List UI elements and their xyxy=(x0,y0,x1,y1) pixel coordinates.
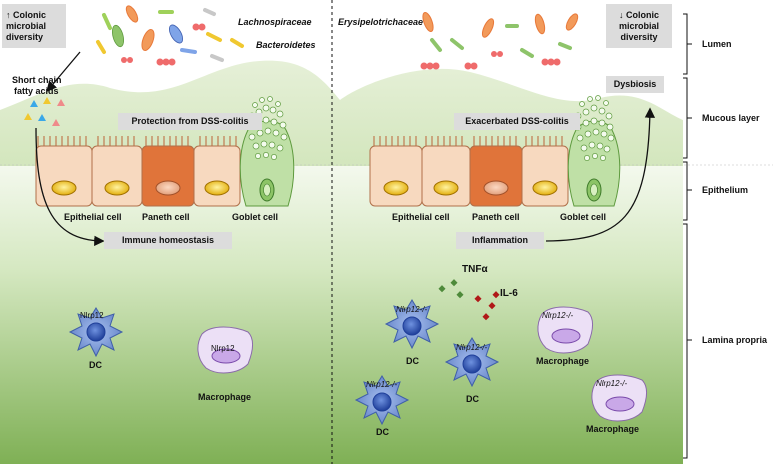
left-diversity-line-1: ↑ Colonic xyxy=(6,9,46,20)
tnf-label: TNFα xyxy=(462,264,488,275)
right-goblet-cell xyxy=(567,120,621,207)
right-paneth-cell-label: Paneth cell xyxy=(472,212,520,222)
dc-cell-ko-2 xyxy=(444,337,500,388)
layer-label-epithelium: Epithelium xyxy=(702,185,749,195)
dc-cell-ko-3 xyxy=(354,375,410,426)
macrophage-left xyxy=(197,326,254,374)
dysbiosis-box: Dysbiosis xyxy=(606,76,664,93)
taxon-erysipelotrichaceae: Erysipelotrichaceae xyxy=(338,17,424,27)
ko-dc-marker-2: Nlrp12-/- xyxy=(456,343,488,352)
arrow-inflammation-to-dysbiosis xyxy=(545,107,656,242)
protection-box: Protection from DSS-colitis xyxy=(118,113,262,130)
ko-dc-label-1: DC xyxy=(406,356,419,366)
left-macrophage-label: Macrophage xyxy=(198,392,252,402)
left-dc-label: DC xyxy=(89,360,102,370)
ko-dc-marker-3: Nlrp12-/- xyxy=(366,380,398,389)
left-diversity-box: ↑ Colonic microbial diversity xyxy=(2,4,66,48)
scfa-label-line-1: Short chain xyxy=(12,75,62,85)
ko-dc-label-2: DC xyxy=(466,394,479,404)
il6-label: IL-6 xyxy=(500,288,518,299)
right-diversity-box: ↓ Colonic microbial diversity xyxy=(606,4,672,48)
microvilli xyxy=(37,136,237,148)
right-epithelium xyxy=(369,95,621,207)
dc-cell-left xyxy=(68,307,124,358)
immune-homeostasis-box: Immune homeostasis xyxy=(104,232,232,249)
right-diversity-line-3: diversity xyxy=(620,31,658,42)
taxon-lachnospiraceae: Lachnospiraceae xyxy=(238,17,312,27)
spiky-bacterium xyxy=(125,5,155,51)
arrows xyxy=(35,51,656,247)
exacerbated-box: Exacerbated DSS-colitis xyxy=(454,113,580,130)
rod-bacterium xyxy=(96,8,244,62)
left-paneth-cell-label: Paneth cell xyxy=(142,212,190,222)
mucous-layer-region xyxy=(0,60,683,166)
right-bacteria xyxy=(420,12,579,70)
arrow-diversity-to-scfa xyxy=(46,51,81,92)
ko-macrophage-label-1: Macrophage xyxy=(536,356,590,366)
arrow-scfa-to-homeostasis xyxy=(35,127,105,247)
ko-macrophage-marker-2: Nlrp12-/- xyxy=(596,379,628,388)
il6-diamonds xyxy=(474,291,500,321)
left-diversity-line-3: diversity xyxy=(6,31,44,42)
ko-macrophage-marker-1: Nlrp12-/- xyxy=(542,311,574,320)
macrophage-ko-2 xyxy=(591,374,648,422)
macrophage-ko-1 xyxy=(537,306,594,354)
tnf-diamonds xyxy=(438,279,464,299)
right-diversity-line-1: ↓ Colonic xyxy=(619,9,659,20)
green-flagellated-bacterium xyxy=(111,24,125,48)
scfa-triangles xyxy=(24,97,65,126)
left-bacteria xyxy=(96,5,244,66)
left-goblet-cell xyxy=(239,120,295,207)
right-goblet-cell-label: Goblet cell xyxy=(560,212,607,222)
ko-macrophage-label-2: Macrophage xyxy=(586,424,640,434)
left-macrophage-marker: Nlrp12 xyxy=(211,344,235,353)
inflammation-box: Inflammation xyxy=(456,232,544,249)
layer-label-lamina-propria: Lamina propria xyxy=(702,335,768,345)
scfa-label-line-2: fatty acids xyxy=(14,86,59,96)
blue-bacterium xyxy=(168,24,184,44)
left-diversity-line-2: microbial xyxy=(6,20,47,31)
taxon-bacteroidetes: Bacteroidetes xyxy=(256,40,316,50)
ko-dc-marker-1: Nlrp12-/- xyxy=(396,305,428,314)
left-epithelial-cell-label: Epithelial cell xyxy=(64,212,122,222)
left-goblet-cell-label: Goblet cell xyxy=(232,212,279,222)
left-epithelium xyxy=(35,96,295,207)
right-epithelial-cell-label: Epithelial cell xyxy=(392,212,450,222)
layer-label-lumen: Lumen xyxy=(702,39,732,49)
ko-dc-label-3: DC xyxy=(376,427,389,437)
coccus-chain xyxy=(121,23,206,66)
left-dc-marker: Nlrp12 xyxy=(80,311,104,320)
right-diversity-line-2: microbial xyxy=(618,20,659,31)
layer-label-mucous: Mucous layer xyxy=(702,113,760,123)
dc-cell-ko-1 xyxy=(384,299,440,350)
layer-brackets xyxy=(683,13,692,459)
